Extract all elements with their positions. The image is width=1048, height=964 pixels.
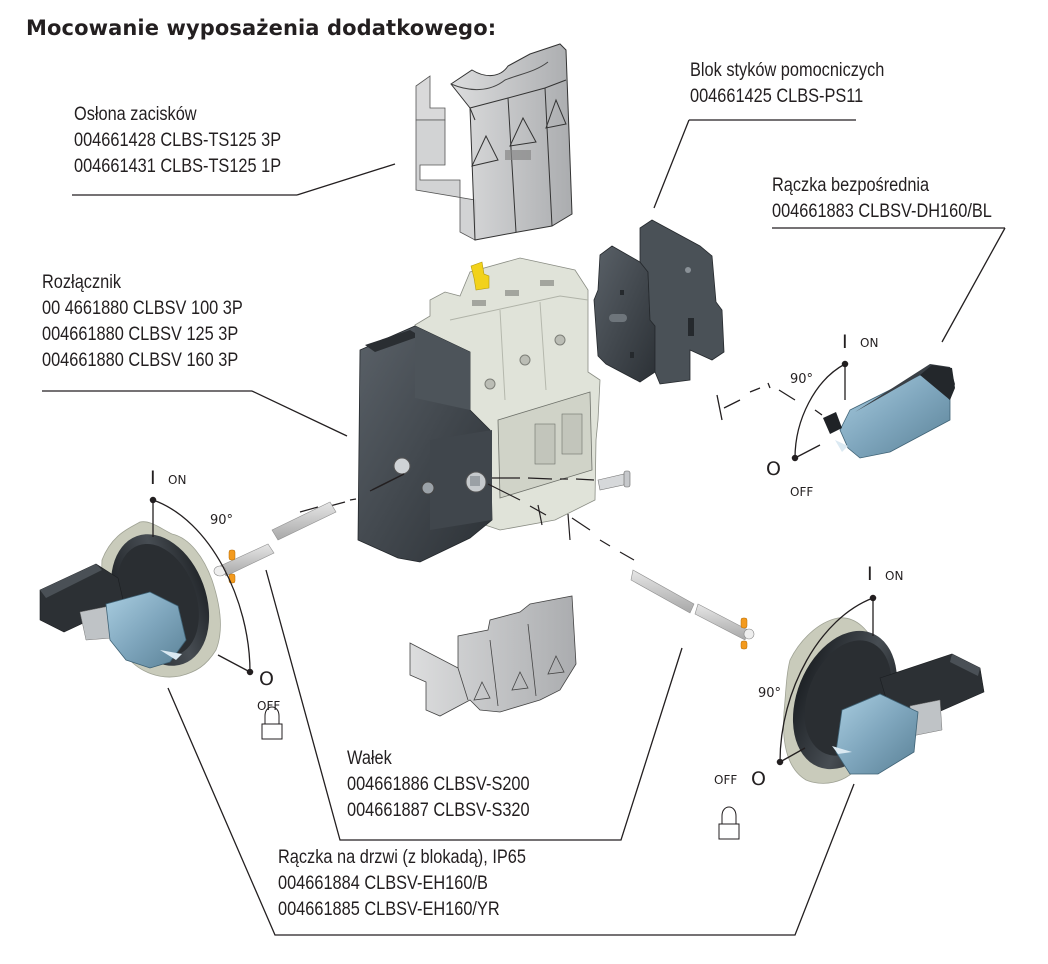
page-title: Mocowanie wyposażenia dodatkowego: bbox=[26, 16, 497, 40]
shaft-left-illustration bbox=[213, 501, 337, 584]
angle-label: 90° bbox=[790, 372, 814, 387]
label-shaft-name: Wałek bbox=[347, 748, 392, 769]
leader-line-shaft bbox=[265, 569, 683, 841]
door-handle-left-illustration bbox=[39, 521, 221, 678]
label-switch-item: 004661880 CLBSV 125 3P bbox=[42, 324, 239, 345]
leader-line-terminal-cover-angle bbox=[296, 163, 396, 196]
label-door-handle-item: 004661885 CLBSV-EH160/YR bbox=[278, 899, 500, 920]
on-symbol: I bbox=[842, 331, 848, 353]
label-direct-handle-name: Rączka bezpośrednia bbox=[772, 175, 930, 196]
label-terminal-cover-item: 004661431 CLBS-TS125 1P bbox=[74, 156, 282, 177]
assembly-axis-lines bbox=[299, 477, 635, 561]
aux-contact-block-illustration bbox=[593, 219, 725, 385]
leader-line-aux-contact-angle bbox=[653, 119, 690, 209]
angle-label: 90° bbox=[210, 513, 234, 528]
leader-line-direct-handle-angle bbox=[941, 227, 1006, 343]
label-switch-disconnector: Rozłącznik 00 4661880 CLBSV 100 3P 00466… bbox=[42, 270, 243, 374]
off-label: OFF bbox=[790, 485, 814, 499]
label-door-handle-item: 004661884 CLBSV-EH160/B bbox=[278, 873, 488, 894]
label-switch-item: 004661880 CLBSV 160 3P bbox=[42, 350, 239, 371]
label-switch-name: Rozłącznik bbox=[42, 272, 122, 293]
off-label: OFF bbox=[714, 773, 738, 787]
off-symbol: O bbox=[259, 668, 274, 690]
direct-handle-rotation-marker bbox=[716, 360, 849, 462]
label-shaft: Wałek 004661886 CLBSV-S200 004661887 CLB… bbox=[347, 746, 530, 824]
direct-handle-illustration bbox=[823, 364, 955, 459]
label-aux-contact-block: Blok styków pomocniczych 004661425 CLBS-… bbox=[690, 58, 884, 110]
padlock-icon bbox=[718, 806, 740, 840]
label-direct-handle: Rączka bezpośrednia 004661883 CLBSV-DH16… bbox=[772, 173, 992, 225]
label-terminal-cover-item: 004661428 CLBS-TS125 3P bbox=[74, 130, 282, 151]
leader-line-switch-angle bbox=[251, 390, 348, 437]
label-shaft-item: 004661887 CLBSV-S320 bbox=[347, 800, 530, 821]
label-terminal-cover-name: Osłona zacisków bbox=[74, 104, 197, 125]
label-terminal-cover: Osłona zacisków 004661428 CLBS-TS125 3P … bbox=[74, 102, 281, 180]
shaft-right-illustration bbox=[630, 569, 755, 650]
label-door-handle: Rączka na drzwi (z blokadą), IP65 004661… bbox=[278, 845, 526, 923]
label-aux-contact-block-name: Blok styków pomocniczych bbox=[690, 60, 885, 81]
label-shaft-item: 004661886 CLBSV-S200 bbox=[347, 774, 530, 795]
screw-illustration bbox=[597, 470, 631, 491]
padlock-icon bbox=[261, 706, 283, 740]
label-door-handle-name: Rączka na drzwi (z blokadą), IP65 bbox=[278, 847, 526, 868]
terminal-cover-illustration bbox=[415, 43, 573, 241]
door-handle-right-illustration bbox=[783, 617, 985, 784]
on-label: ON bbox=[885, 569, 904, 583]
off-symbol: O bbox=[751, 768, 766, 790]
off-symbol: O bbox=[766, 458, 781, 480]
leader-line-door-handle bbox=[167, 687, 855, 936]
on-symbol: I bbox=[867, 563, 873, 585]
label-switch-item: 00 4661880 CLBSV 100 3P bbox=[42, 298, 243, 319]
door-handle-right-rotation-marker bbox=[776, 594, 877, 766]
door-handle-left-rotation-marker bbox=[149, 496, 254, 676]
on-label: ON bbox=[860, 336, 879, 350]
off-label: OFF bbox=[257, 699, 281, 713]
on-label: ON bbox=[168, 473, 187, 487]
on-symbol: I bbox=[150, 467, 156, 489]
label-aux-contact-block-item: 004661425 CLBS-PS11 bbox=[690, 86, 864, 107]
switch-disconnector-illustration bbox=[357, 257, 601, 563]
label-direct-handle-item: 004661883 CLBSV-DH160/BL bbox=[772, 201, 992, 222]
terminal-cover-bottom-illustration bbox=[409, 595, 577, 717]
angle-label: 90° bbox=[758, 686, 782, 701]
